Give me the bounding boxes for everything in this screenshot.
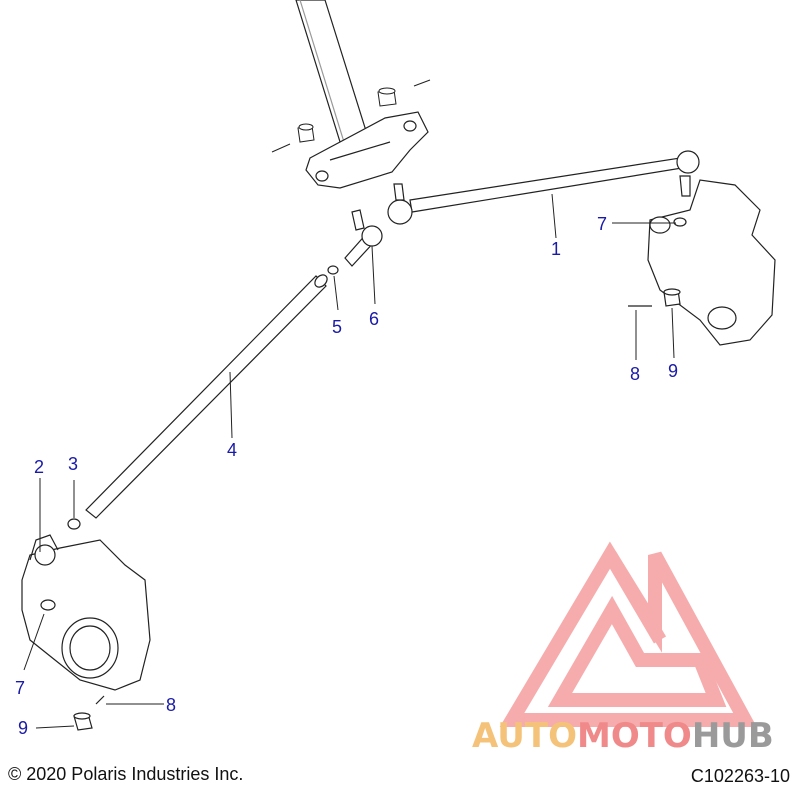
watermark-text: AUTOMOTOHUB — [472, 716, 774, 756]
watermark-auto: AUTO — [472, 716, 577, 756]
washer-5 — [327, 265, 339, 275]
diagram-code: C102263-10 — [690, 766, 790, 786]
washer-3 — [67, 518, 81, 530]
callout-7-left: 7 — [15, 678, 26, 698]
tube-4 — [85, 274, 328, 519]
cotter-pin-8-left — [95, 695, 105, 705]
callout-1: 1 — [551, 239, 562, 259]
column-hardware — [271, 79, 431, 153]
callout-9-left: 9 — [18, 718, 29, 738]
callout-4: 4 — [227, 440, 238, 460]
tie-rod-end-6 — [344, 209, 383, 267]
watermark-logo — [499, 541, 757, 727]
callout-8-left: 8 — [166, 695, 177, 715]
watermark-moto: MOTO — [576, 716, 692, 756]
watermark-hub: HUB — [691, 716, 774, 756]
nut-9-left — [73, 712, 93, 731]
callout-8-right: 8 — [630, 364, 641, 384]
callout-9-right: 9 — [668, 361, 679, 381]
right-knuckle — [647, 179, 776, 346]
left-knuckle — [21, 534, 151, 691]
callout-7-right: 7 — [597, 214, 608, 234]
callout-3: 3 — [68, 454, 79, 474]
tie-rod-1 — [387, 150, 700, 225]
steering-column — [295, 0, 429, 189]
callout-6: 6 — [369, 309, 380, 329]
callout-2: 2 — [34, 457, 45, 477]
callout-5: 5 — [332, 317, 343, 337]
nut-9-right — [663, 288, 681, 307]
leader-lines — [23, 193, 676, 729]
copyright-text: © 2020 Polaris Industries Inc. — [8, 764, 244, 784]
